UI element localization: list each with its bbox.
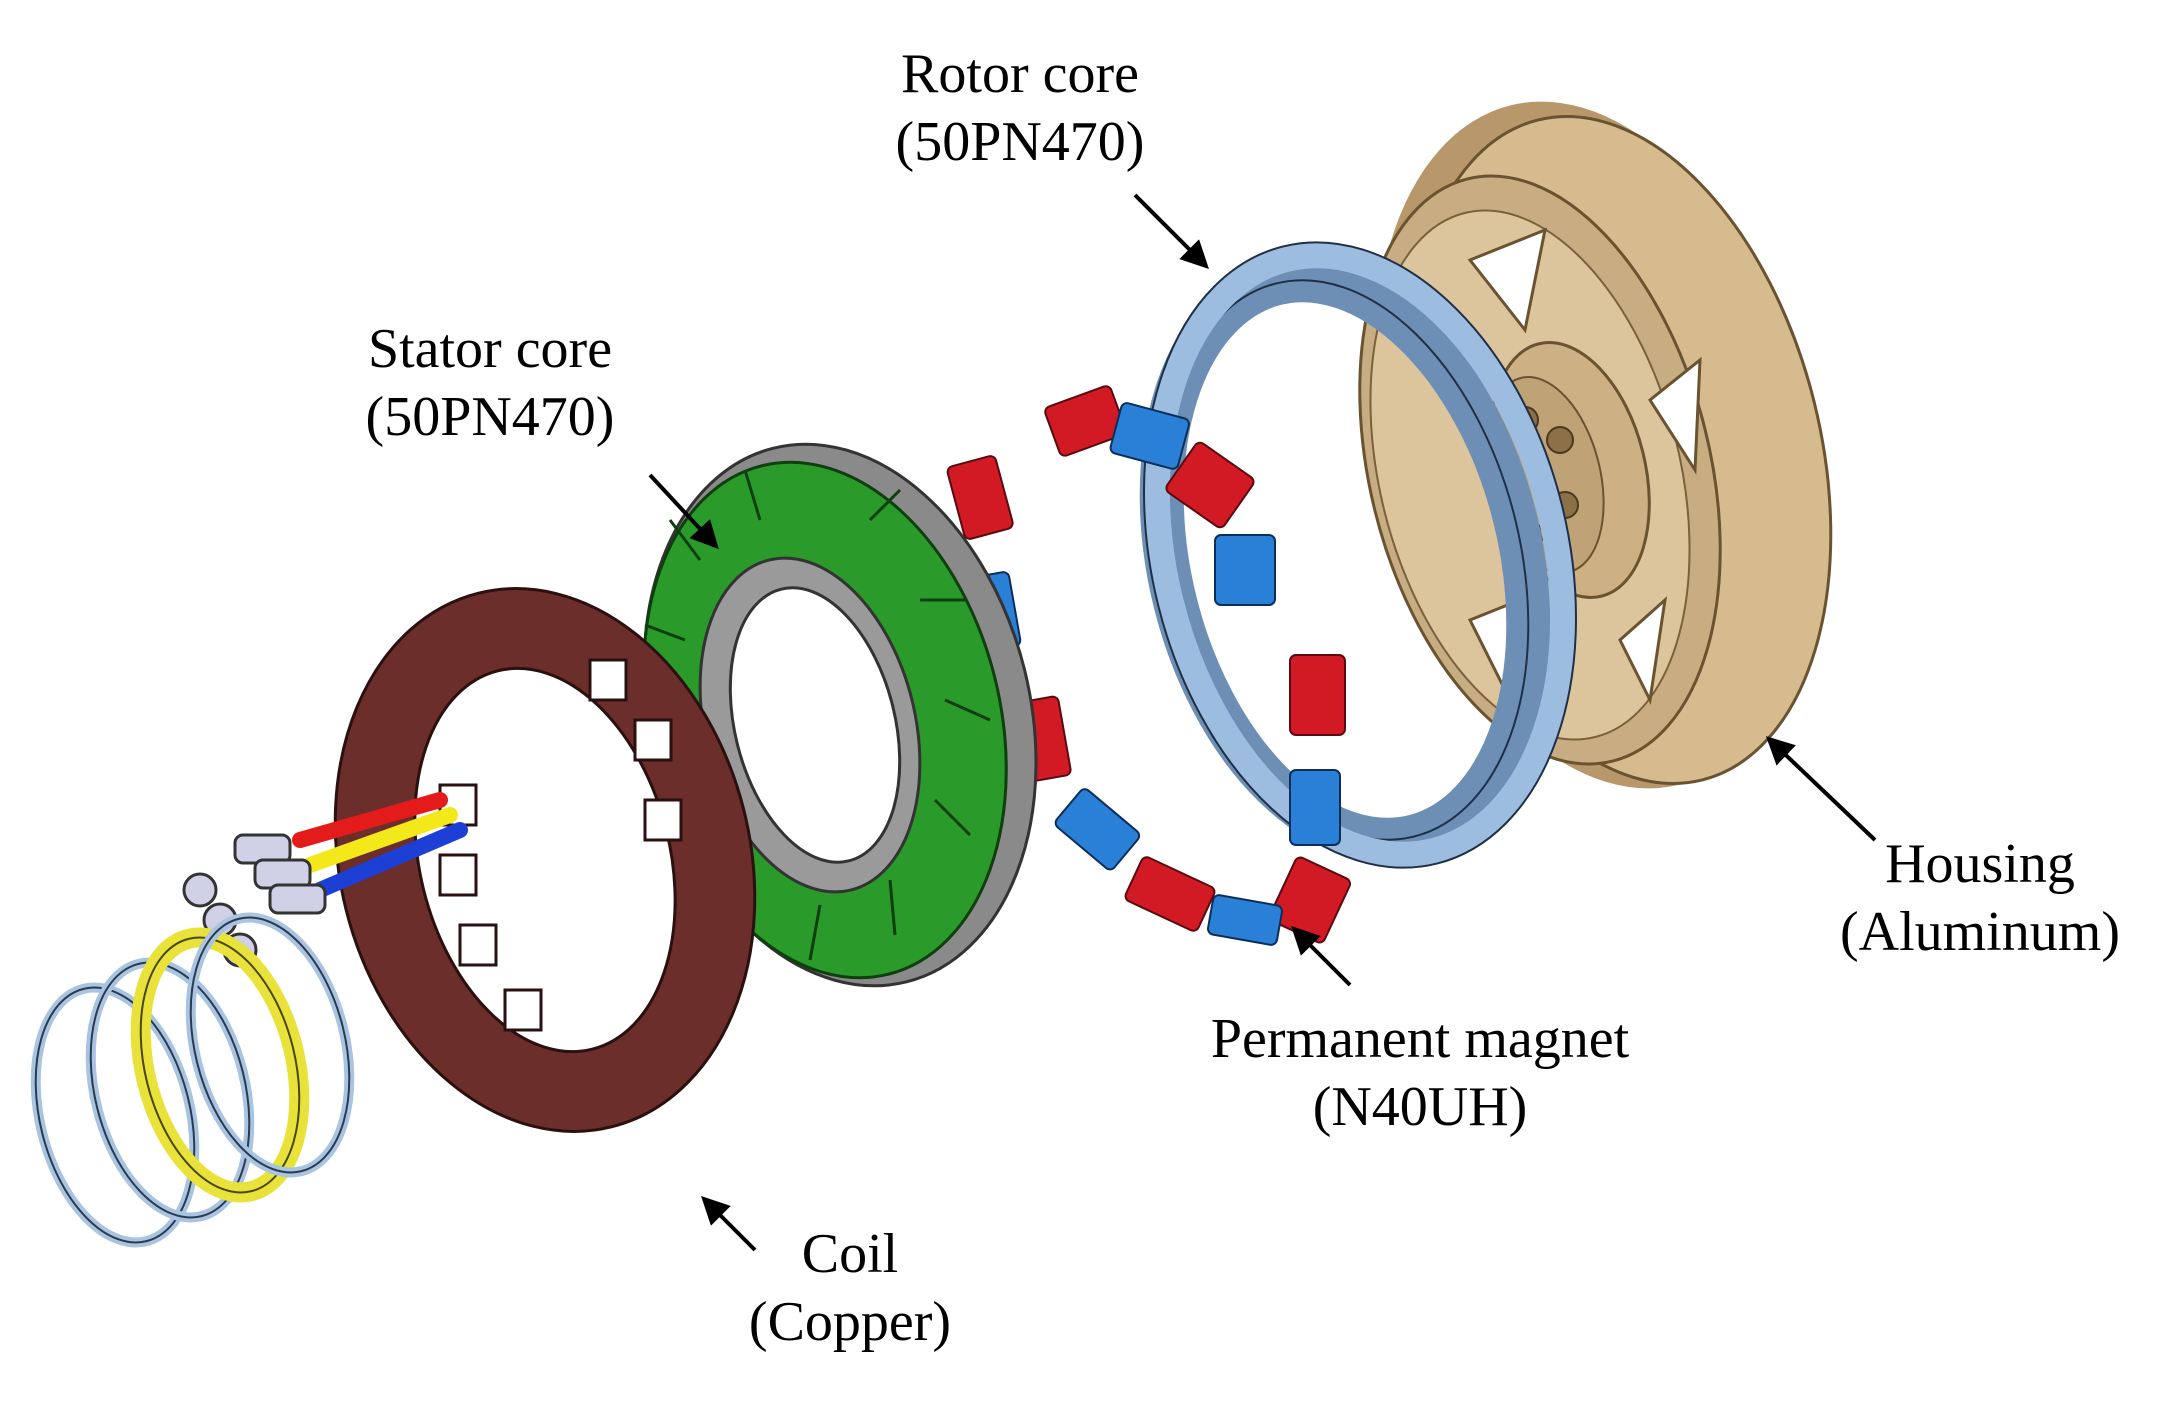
housing bbox=[1358, 101, 1833, 789]
permanent-magnet-label: Permanent magnet (N40UH) bbox=[1150, 1005, 1690, 1141]
arrow-icon bbox=[1133, 193, 1209, 269]
stator-core-name: Stator core bbox=[367, 318, 613, 380]
rotor-core-name: Rotor core bbox=[901, 43, 1139, 105]
coil-material: (Copper) bbox=[748, 1291, 952, 1353]
permanent-magnet-name: Permanent magnet bbox=[1210, 1008, 1630, 1070]
housing-label: Housing (Aluminum) bbox=[1800, 830, 2160, 966]
arrow-icon bbox=[701, 1196, 757, 1252]
stator-core-label: Stator core (50PN470) bbox=[320, 315, 660, 451]
housing-material: (Aluminum) bbox=[1840, 901, 2120, 963]
rings bbox=[30, 912, 355, 1248]
pointer-arrows bbox=[648, 193, 1877, 1252]
coil-label: Coil (Copper) bbox=[700, 1220, 1000, 1356]
rotor-core-material: (50PN470) bbox=[895, 111, 1145, 173]
coil bbox=[333, 587, 757, 1133]
rotor-core-label: Rotor core (50PN470) bbox=[850, 40, 1190, 176]
arrow-icon bbox=[648, 473, 719, 550]
rotor-core bbox=[1139, 241, 1577, 869]
coil-name: Coil bbox=[801, 1223, 899, 1285]
arrow-icon bbox=[1291, 926, 1352, 987]
arrow-icon bbox=[1765, 736, 1877, 842]
permanent-magnet-material: (N40UH) bbox=[1312, 1076, 1528, 1138]
stator-core-material: (50PN470) bbox=[365, 386, 615, 448]
lead-wires bbox=[182, 792, 468, 968]
housing-name: Housing bbox=[1885, 833, 2075, 895]
